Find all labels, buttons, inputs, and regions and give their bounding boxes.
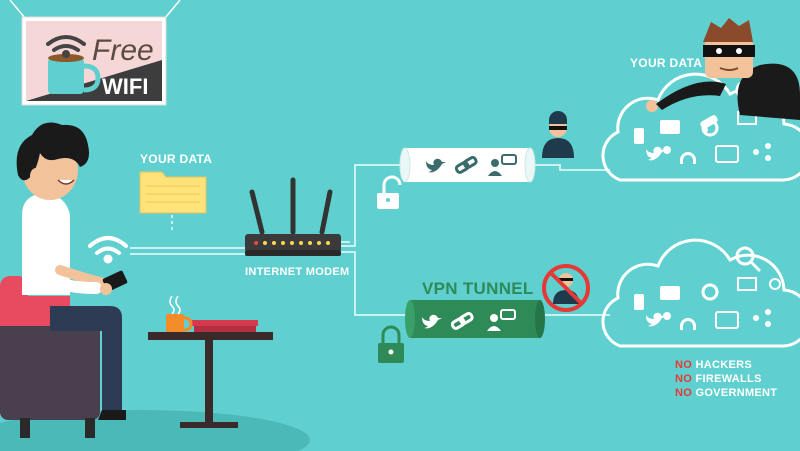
no-hacker-icon [542,264,590,312]
sign-free-text: Free [92,34,154,67]
your-data-right-label: YOUR DATA [630,56,702,70]
hacker-icon [646,18,800,120]
no-list-item: NO FIREWALLS [675,373,762,385]
person-with-phone [0,122,128,438]
user-chat-icon [487,309,516,331]
bird-icon [426,158,446,173]
vpn-tunnel-label: VPN TUNNEL [422,279,534,298]
network-lines [130,164,610,316]
free-wifi-sign: Free WIFI [9,0,181,106]
vpn-tunnel [405,300,545,338]
router-icon [245,177,341,256]
no-list: NO HACKERS NO FIREWALLS NO GOVERNMENT [675,359,777,399]
floor-shadow [0,410,310,451]
bird-icon [422,314,442,329]
link-icon [450,312,474,330]
hacker-icon [542,111,574,158]
no-list-item: NO GOVERNMENT [675,387,777,399]
side-table [148,320,273,428]
link-icon [454,156,478,174]
sign-wifi-text: WIFI [102,74,148,99]
wifi-icon [46,35,86,58]
lock-closed-icon [378,325,404,363]
wifi-icon [88,236,128,264]
your-data-left-label: YOUR DATA [140,152,212,166]
open-data-tube [399,147,536,183]
no-list-item: NO HACKERS [675,359,752,371]
user-chat-icon [488,154,517,176]
lock-open-icon [377,175,402,209]
cloud-bottom [601,238,800,348]
folder-icon [139,171,207,214]
coffee-cup-icon [166,295,193,332]
internet-modem-label: INTERNET MODEM [245,266,349,278]
